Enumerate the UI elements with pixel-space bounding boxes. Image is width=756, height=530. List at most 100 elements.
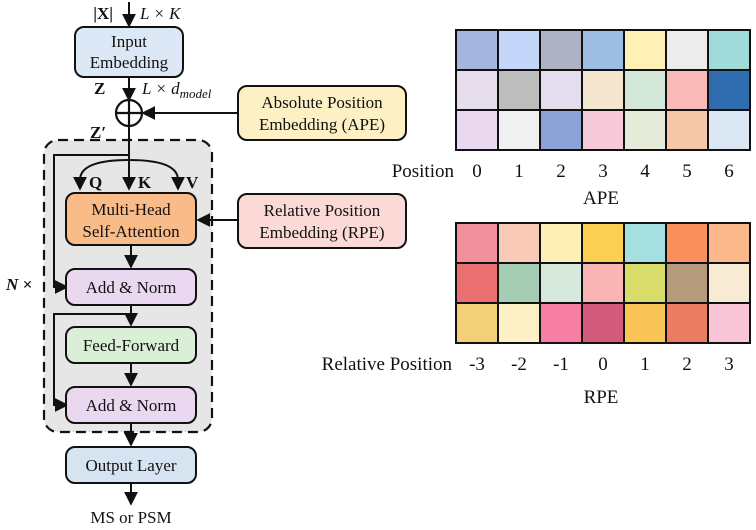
ape-cell-r2-c3 [581,109,625,151]
rpe-box: Relative Position Embedding (RPE) [237,193,407,249]
rpe-cell-r2-c0 [455,302,499,344]
input-symbol: |X| [93,4,113,23]
add-norm-box-1: Add & Norm [65,268,197,306]
ape-cell-r2-c0 [455,109,499,151]
rpe-cell-r2-c2 [539,302,583,344]
rpe-embedding-grid [455,222,751,344]
ape-cell-r2-c2 [539,109,583,151]
rpe-tick-6: 3 [724,354,734,375]
rpe-tick-5: 2 [682,354,692,375]
q-label: Q [89,173,102,192]
ape-cell-r1-c4 [623,69,667,111]
input-embedding-line-1: Input [111,32,147,51]
rpe-cell-r1-c4 [623,262,667,304]
ape-tick-4: 4 [640,161,650,182]
input-dim: L × K [139,4,182,23]
ape-box-line-2: Embedding (APE) [259,115,385,134]
z-prime-label: Z′ [90,123,106,142]
attention-line-2: Self-Attention [82,222,180,241]
ape-tick-1: 1 [514,161,524,182]
rpe-cell-r1-c1 [497,262,541,304]
residual-path-2 [53,313,131,412]
rpe-cell-r1-c3 [581,262,625,304]
rpe-cell-r1-c5 [665,262,709,304]
z-label: Z [94,79,105,98]
rpe-axis-label: Relative Position [322,354,453,375]
rpe-cell-r2-c3 [581,302,625,344]
input-embedding-line-2: Embedding [90,53,169,72]
residual-path-1 [53,154,129,294]
rpe-cell-r0-c0 [455,222,499,264]
ape-cell-r2-c1 [497,109,541,151]
ape-cell-r1-c0 [455,69,499,111]
ape-cell-r1-c5 [665,69,709,111]
ape-caption: APE [583,188,619,209]
add-norm-2-label: Add & Norm [86,396,177,415]
rpe-tick-4: 1 [640,354,650,375]
ape-cell-r0-c3 [581,29,625,71]
ape-cell-r1-c1 [497,69,541,111]
ape-tick-2: 2 [556,161,566,182]
q-branch [73,159,130,191]
rpe-cell-r2-c4 [623,302,667,344]
add-norm-box-2: Add & Norm [65,386,197,424]
rpe-box-line-2: Embedding (RPE) [259,223,384,242]
ape-box: Absolute Position Embedding (APE) [237,85,407,141]
rpe-cell-r1-c2 [539,262,583,304]
ape-cell-r1-c3 [581,69,625,111]
ape-position-ticks: 0 1 2 3 4 5 6 [472,161,734,182]
ape-cell-r2-c5 [665,109,709,151]
rpe-cell-r2-c5 [665,302,709,344]
ape-cell-r0-c5 [665,29,709,71]
rpe-cell-r0-c2 [539,222,583,264]
rpe-cell-r0-c4 [623,222,667,264]
output-layer-box: Output Layer [65,446,197,484]
positional-sum-node [114,98,144,128]
rpe-tick-3: 0 [598,354,608,375]
rpe-tick-0: -3 [469,354,485,375]
ape-cell-r2-c6 [707,109,751,151]
attention-line-1: Multi-Head [91,200,171,219]
v-branch [128,159,185,191]
rpe-tick-2: -1 [553,354,569,375]
ape-tick-5: 5 [682,161,692,182]
rpe-cell-r0-c3 [581,222,625,264]
add-norm-1-label: Add & Norm [86,278,177,297]
ape-cell-r1-c6 [707,69,751,111]
ape-cell-r0-c6 [707,29,751,71]
ape-cell-r0-c0 [455,29,499,71]
ape-tick-0: 0 [472,161,482,182]
rpe-cell-r1-c0 [455,262,499,304]
feed-forward-box: Feed-Forward [65,326,197,364]
rpe-cell-r2-c6 [707,302,751,344]
ape-cell-r2-c4 [623,109,667,151]
output-label: MS or PSM [90,508,171,527]
ape-cell-r1-c2 [539,69,583,111]
ape-cell-r0-c4 [623,29,667,71]
rpe-tick-1: -2 [511,354,527,375]
k-label: K [138,173,152,192]
rpe-box-line-1: Relative Position [264,201,381,220]
ape-cell-r0-c1 [497,29,541,71]
ape-axis-label: Position [392,161,455,182]
ape-embedding-grid [455,29,751,151]
input-embedding-box: Input Embedding [74,26,184,78]
rpe-cell-r2-c1 [497,302,541,344]
output-layer-label: Output Layer [85,456,176,475]
rpe-caption: RPE [584,387,619,408]
ape-box-line-1: Absolute Position [261,93,383,112]
repeat-label: N × [5,275,32,294]
feed-forward-label: Feed-Forward [83,336,180,355]
rpe-cell-r0-c5 [665,222,709,264]
attention-box: Multi-Head Self-Attention [65,192,197,246]
ape-tick-3: 3 [598,161,608,182]
rpe-cell-r0-c6 [707,222,751,264]
z-dim: L × dmodel [141,79,212,101]
rpe-position-ticks: -3 -2 -1 0 1 2 3 [469,354,734,375]
rpe-cell-r0-c1 [497,222,541,264]
v-label: V [186,173,199,192]
ape-tick-6: 6 [724,161,734,182]
rpe-cell-r1-c6 [707,262,751,304]
ape-cell-r0-c2 [539,29,583,71]
